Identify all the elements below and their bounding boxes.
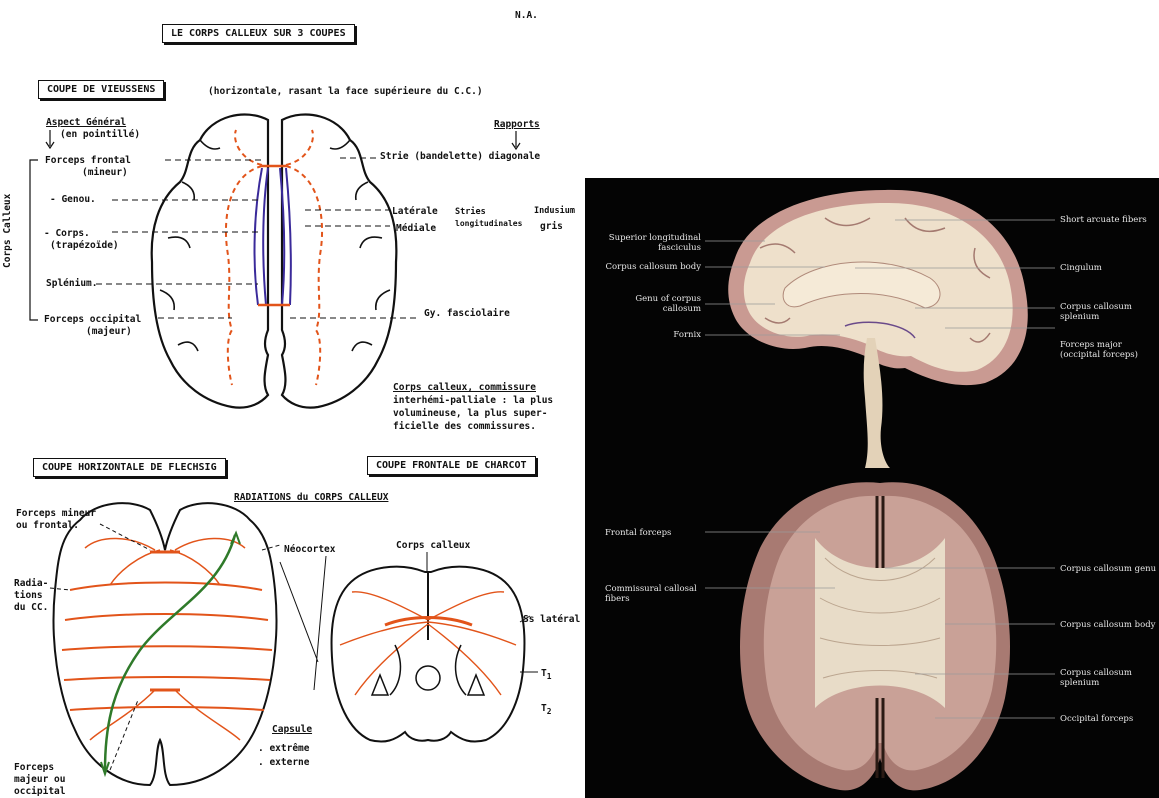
label-line: Corpus callosum: [1060, 302, 1132, 312]
label-line: Corpus callosum genu: [1060, 564, 1156, 574]
label-superior-longitudinal-fasciculus: Superior longitudinal fasciculus: [609, 233, 701, 253]
label-frontal-forceps: Frontal forceps: [605, 528, 671, 538]
flechsig-brain-outline: [54, 503, 277, 785]
label-line: Genu of corpus: [635, 294, 701, 304]
label-fornix: Fornix: [673, 330, 701, 340]
label-line: splenium: [1060, 678, 1132, 688]
label-line: fibers: [605, 594, 697, 604]
label-cingulum: Cingulum: [1060, 263, 1102, 273]
left-hemisphere-outline: [152, 114, 268, 407]
label-line: Corpus callosum body: [606, 262, 701, 272]
label-corpus-callosum-body-sagittal: Corpus callosum body: [606, 262, 701, 272]
vieussens-diagram: [0, 0, 585, 440]
label-genu-of-corpus-callosum: Genu of corpus callosum: [635, 294, 701, 314]
anatomical-photo-panel: Superior longitudinal fasciculus Corpus …: [585, 178, 1159, 798]
label-forceps-major: Forceps major (occipital forceps): [1060, 340, 1138, 360]
label-corpus-callosum-splenium-sagittal: Corpus callosum splenium: [1060, 302, 1132, 322]
label-line: Short arcuate fibers: [1060, 215, 1147, 225]
label-line: Superior longitudinal: [609, 233, 701, 243]
label-short-arcuate-fibers: Short arcuate fibers: [1060, 215, 1147, 225]
label-line: Fornix: [673, 330, 701, 340]
label-line: Occipital forceps: [1060, 714, 1133, 724]
label-line: Forceps major: [1060, 340, 1138, 350]
label-line: callosum: [635, 304, 701, 314]
label-line: (occipital forceps): [1060, 350, 1138, 360]
label-occipital-forceps: Occipital forceps: [1060, 714, 1133, 724]
label-line: Corpus callosum: [1060, 668, 1132, 678]
label-corpus-callosum-body-axial: Corpus callosum body: [1060, 620, 1155, 630]
right-hemisphere-outline: [282, 114, 396, 407]
label-line: fasciculus: [609, 243, 701, 253]
flechsig-charcot-diagram: [0, 440, 585, 798]
label-commissural-callosal-fibers: Commissural callosal fibers: [605, 584, 697, 604]
label-line: Cingulum: [1060, 263, 1102, 273]
label-line: Commissural callosal: [605, 584, 697, 594]
label-corpus-callosum-genu: Corpus callosum genu: [1060, 564, 1156, 574]
label-line: Frontal forceps: [605, 528, 671, 538]
label-corpus-callosum-splenium-axial: Corpus callosum splenium: [1060, 668, 1132, 688]
label-line: splenium: [1060, 312, 1132, 322]
label-line: Corpus callosum body: [1060, 620, 1155, 630]
